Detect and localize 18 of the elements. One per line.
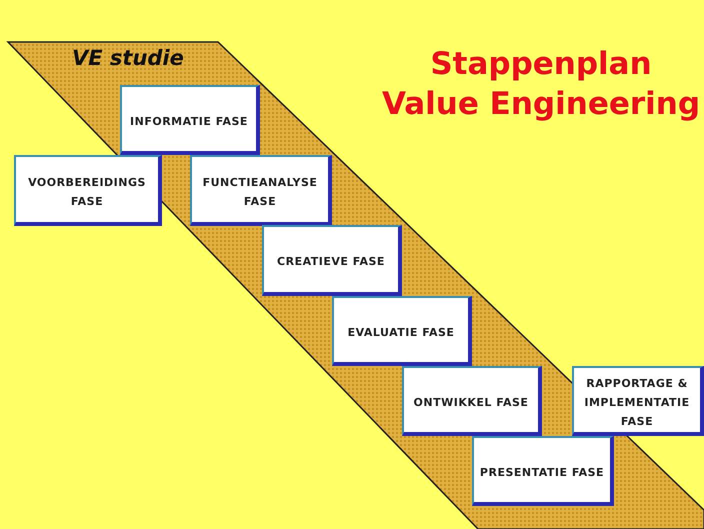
band-heading: VE studie: [72, 46, 184, 70]
phase-label: RAPPORTAGE & IMPLEMENTATIE FASE: [584, 376, 690, 428]
phase-label: VOORBEREIDINGS FASE: [28, 176, 146, 208]
phase-box: [332, 296, 472, 366]
phase-label: FUNCTIEANALYSE FASE: [202, 176, 318, 208]
phase-label: CREATIEVE FASE: [277, 255, 385, 268]
phase-box: [472, 436, 614, 506]
phase-label: ONTWIKKEL FASE: [414, 396, 528, 408]
phase-label: EVALUATIE FASE: [348, 326, 454, 338]
phase-box: [120, 85, 260, 155]
phase-label: INFORMATIE FASE: [130, 114, 248, 128]
title: Stappenplan Value Engineering: [380, 45, 702, 124]
phase-box: [402, 366, 542, 436]
phase-box: [14, 155, 162, 226]
phase-label: PRESENTATIE FASE: [480, 466, 604, 478]
phase-box: [190, 155, 332, 226]
phase-box: [262, 225, 402, 296]
phase-box: [572, 366, 704, 436]
